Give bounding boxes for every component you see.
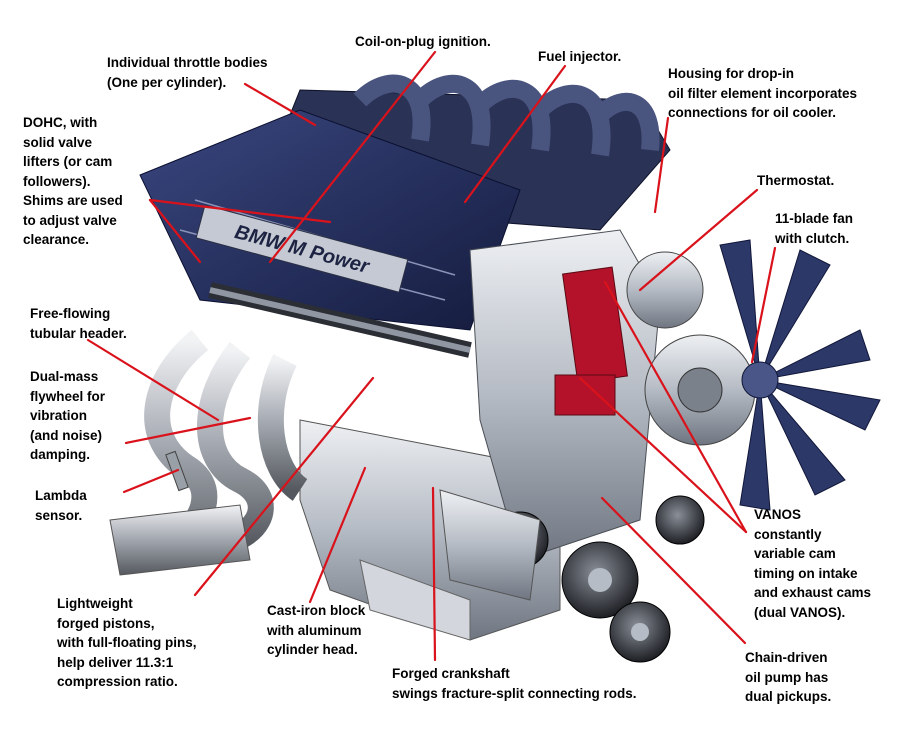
label-throttle-bodies: Individual throttle bodies (One per cyli… bbox=[107, 53, 268, 92]
cooling-fan bbox=[720, 240, 880, 510]
label-thermostat: Thermostat. bbox=[757, 171, 834, 191]
label-fuel-injector: Fuel injector. bbox=[538, 47, 621, 67]
label-coil-on-plug: Coil-on-plug ignition. bbox=[355, 32, 491, 52]
label-oil-pump: Chain-driven oil pump has dual pickups. bbox=[745, 648, 831, 707]
label-lambda: Lambda sensor. bbox=[35, 486, 87, 525]
label-oil-filter-housing: Housing for drop-in oil filter element i… bbox=[668, 64, 857, 123]
label-dohc: DOHC, with solid valve lifters (or cam f… bbox=[23, 113, 123, 250]
leader-lambda bbox=[124, 470, 178, 492]
label-vanos: VANOS constantly variable cam timing on … bbox=[754, 505, 871, 622]
label-fan: 11-blade fan with clutch. bbox=[775, 209, 853, 248]
label-header: Free-flowing tubular header. bbox=[30, 304, 127, 343]
label-crankshaft: Forged crankshaft swings fracture-split … bbox=[392, 664, 637, 703]
label-block: Cast-iron block with aluminum cylinder h… bbox=[267, 601, 365, 660]
label-flywheel: Dual-mass flywheel for vibration (and no… bbox=[30, 367, 105, 465]
label-pistons: Lightweight forged pistons, with full-fl… bbox=[57, 594, 196, 692]
exhaust-header bbox=[110, 340, 300, 575]
